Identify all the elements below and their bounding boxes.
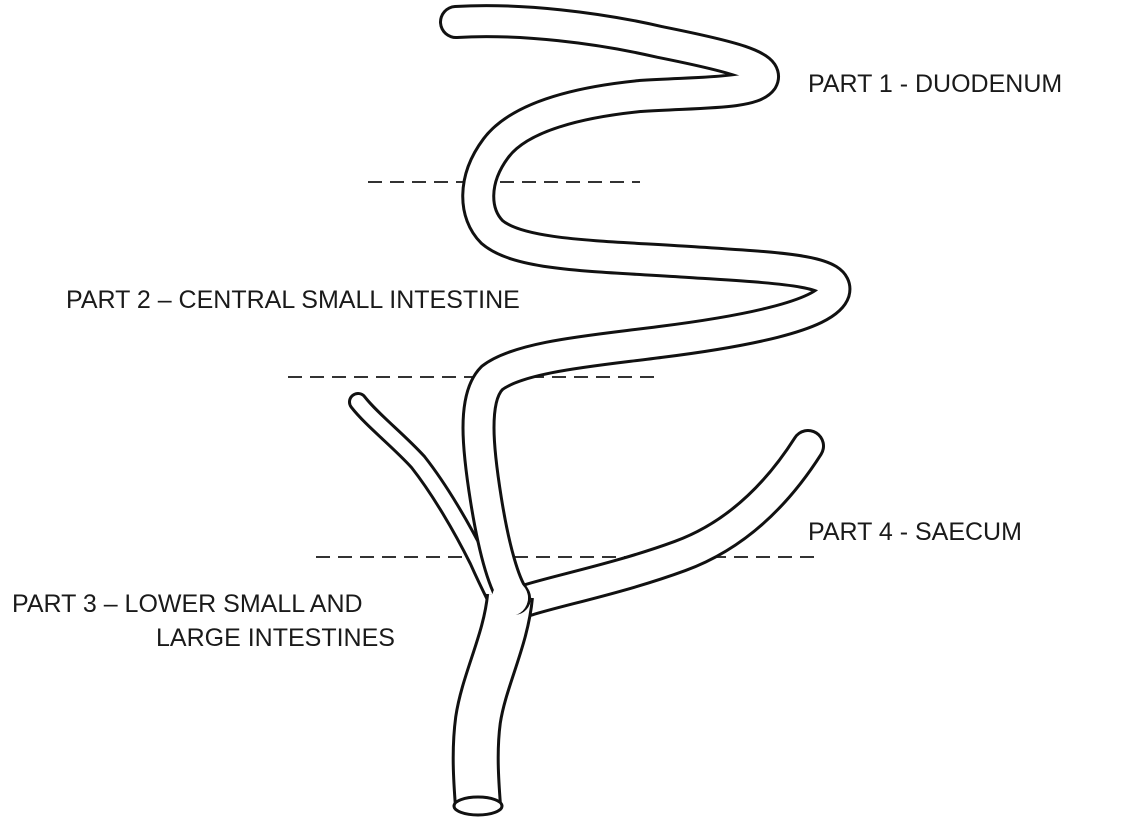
label-part1: PART 1 - DUODENUM [808,70,1062,98]
tube-opening [454,797,502,815]
label-part3-line1: PART 3 – LOWER SMALL AND [12,590,363,618]
label-part3-line2: LARGE INTESTINES [156,624,395,652]
lower-trunk [476,596,510,806]
label-part4: PART 4 - SAECUM [808,518,1022,546]
junction [492,580,528,616]
label-part2: PART 2 – CENTRAL SMALL INTESTINE [66,286,520,314]
right-branch [528,446,808,600]
